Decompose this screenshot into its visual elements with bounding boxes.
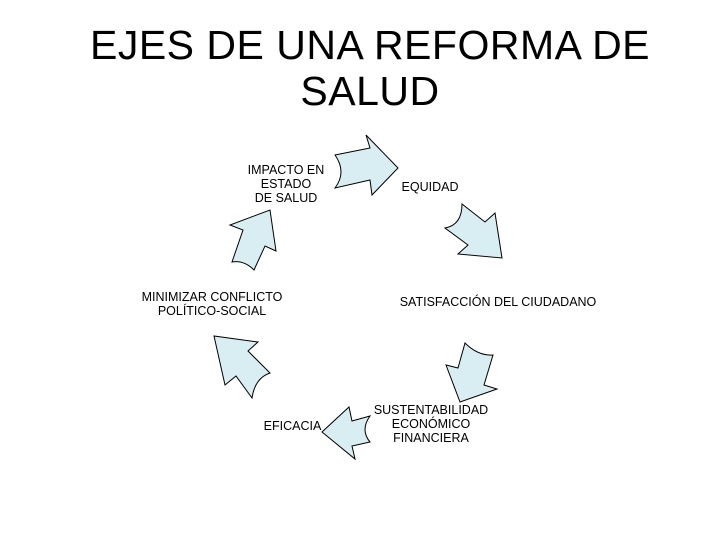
node-impacto: IMPACTO EN ESTADO DE SALUD [247,163,325,205]
slide-title: EJES DE UNA REFORMA DE SALUD [60,22,680,114]
cycle-arrow-left-lower [213,335,271,400]
node-eficacia: EFICACIA [263,419,322,433]
cycle-arrow-top [333,134,399,197]
title-line-2: SALUD [300,68,440,114]
node-equidad: EQUIDAD [401,180,459,194]
node-sustentabilidad: SUSTENTABILIDAD ECONÓMICO FINANCIERA [373,403,489,445]
title-line-1: EJES DE UNA REFORMA DE [89,22,651,68]
cycle-arrow-bottom [321,406,372,461]
node-satisfaccion: SATISFACCIÓN DEL CIUDADANO [399,295,597,309]
cycle-arrow-left-upper [228,209,277,271]
cycle-arrow-right-upper [443,202,503,259]
node-minimizar: MINIMIZAR CONFLICTO POLÍTICO-SOCIAL [141,290,283,318]
cycle-arrow-right-lower [445,342,499,403]
